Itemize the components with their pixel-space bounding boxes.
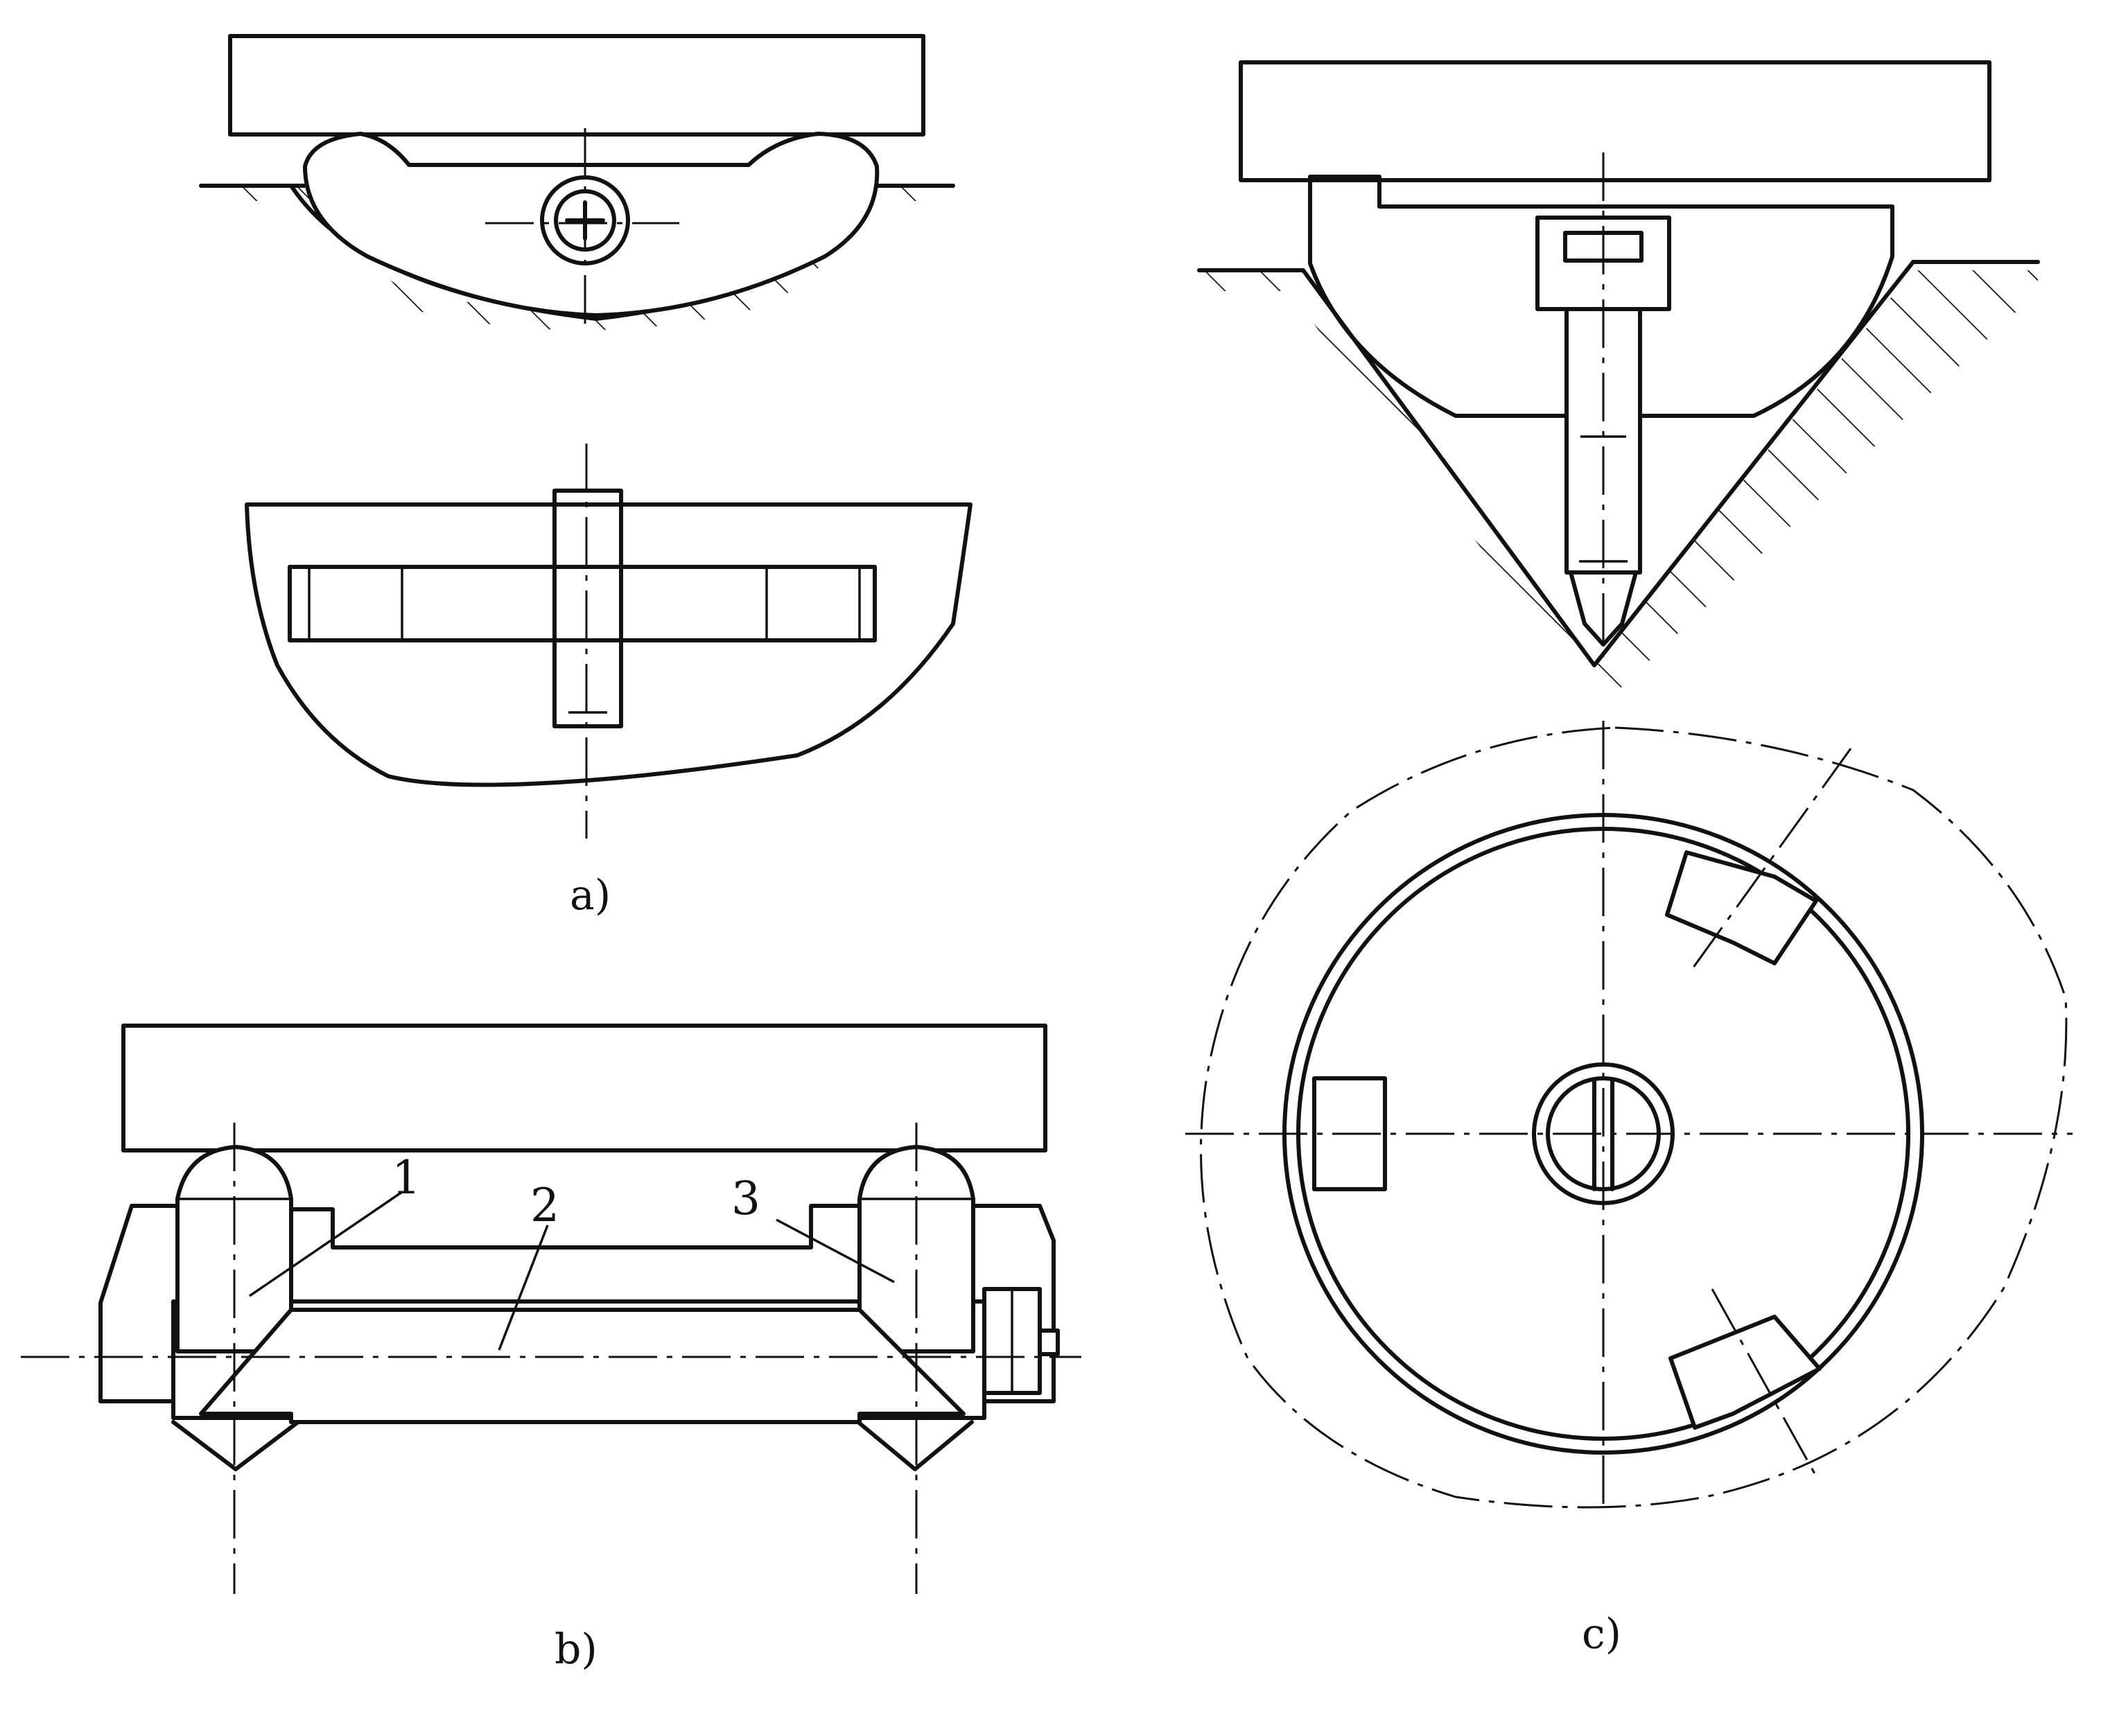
outer-break-boundary — [1200, 726, 2068, 1509]
support-side-view — [245, 502, 973, 787]
screw-side — [552, 489, 623, 728]
caption-b: b) — [555, 1625, 598, 1674]
support-body-c — [1308, 175, 1894, 418]
caption-a: a) — [570, 871, 611, 920]
part-number-2: 2 — [530, 1179, 559, 1232]
table-plate-a — [228, 34, 925, 137]
figure-b — [21, 1024, 1081, 1594]
table-plate-c — [1239, 60, 1991, 182]
part-number-1: 1 — [392, 1151, 421, 1204]
support-pad-lower — [1668, 1315, 1822, 1430]
plunger-left — [175, 1145, 293, 1353]
bridge-hatch — [289, 1204, 862, 1305]
push-rod — [199, 1308, 966, 1424]
figure-c — [1185, 60, 2073, 1511]
ground-hatch-a — [208, 186, 950, 331]
table-plate-b — [121, 1024, 1047, 1152]
v-groove-hatch — [1199, 270, 2038, 700]
slot — [288, 565, 877, 642]
caption-c: c) — [1582, 1610, 1621, 1658]
figure-a — [199, 34, 973, 839]
plunger-right — [857, 1145, 975, 1353]
support-pad-upper — [1665, 850, 1818, 965]
part-number-3: 3 — [731, 1172, 760, 1225]
